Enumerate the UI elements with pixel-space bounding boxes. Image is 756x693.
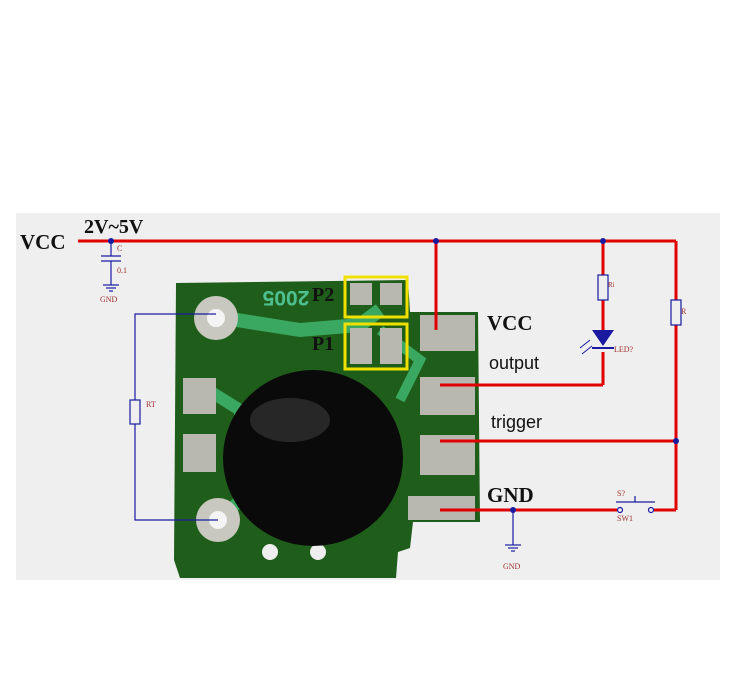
switch-ref-label: S? bbox=[617, 489, 625, 498]
gnd-pin-label: GND bbox=[487, 483, 534, 507]
pin-pad-output bbox=[420, 377, 475, 415]
pcb-board: 2005 bbox=[174, 280, 480, 578]
cap-gnd-label: GND bbox=[100, 295, 118, 304]
pin-pad-gnd bbox=[408, 496, 475, 520]
led-symbol bbox=[579, 330, 614, 355]
gnd-symbol-bottom bbox=[505, 510, 521, 552]
ic-epoxy-blob bbox=[223, 370, 403, 546]
vcc-left-label: VCC bbox=[20, 230, 66, 254]
gnd-bottom-label: GND bbox=[503, 562, 521, 571]
rt-label: RT bbox=[146, 400, 156, 409]
voltage-range-label: 2V~5V bbox=[84, 216, 144, 238]
cap-value-label: 0.1 bbox=[117, 266, 127, 275]
p1-highlight-box bbox=[343, 322, 409, 371]
p2-highlight-box bbox=[343, 275, 409, 319]
resistor-ri bbox=[597, 274, 609, 301]
output-pin-label: output bbox=[489, 353, 539, 373]
r-label: R bbox=[681, 307, 687, 316]
pin-pad-vcc bbox=[420, 315, 475, 351]
ri-label: Ri bbox=[608, 281, 615, 289]
left-pad-2 bbox=[183, 434, 216, 472]
red-wiring bbox=[78, 239, 678, 512]
p2-label: P2 bbox=[312, 284, 334, 306]
resistor-rt bbox=[129, 313, 218, 521]
p1-label: P1 bbox=[312, 333, 334, 355]
capacitor-c bbox=[101, 241, 121, 292]
led-label: LED? bbox=[614, 345, 634, 354]
vcc-pin-label: VCC bbox=[487, 311, 533, 335]
resistor-r bbox=[670, 299, 682, 326]
switch-sw1 bbox=[616, 496, 655, 514]
left-pad-1 bbox=[183, 378, 216, 414]
switch-name-label: SW1 bbox=[617, 514, 633, 523]
trigger-pin-label: trigger bbox=[491, 412, 542, 432]
pcb-silkscreen-text: 2005 bbox=[262, 286, 309, 309]
cap-label: C bbox=[117, 244, 122, 253]
